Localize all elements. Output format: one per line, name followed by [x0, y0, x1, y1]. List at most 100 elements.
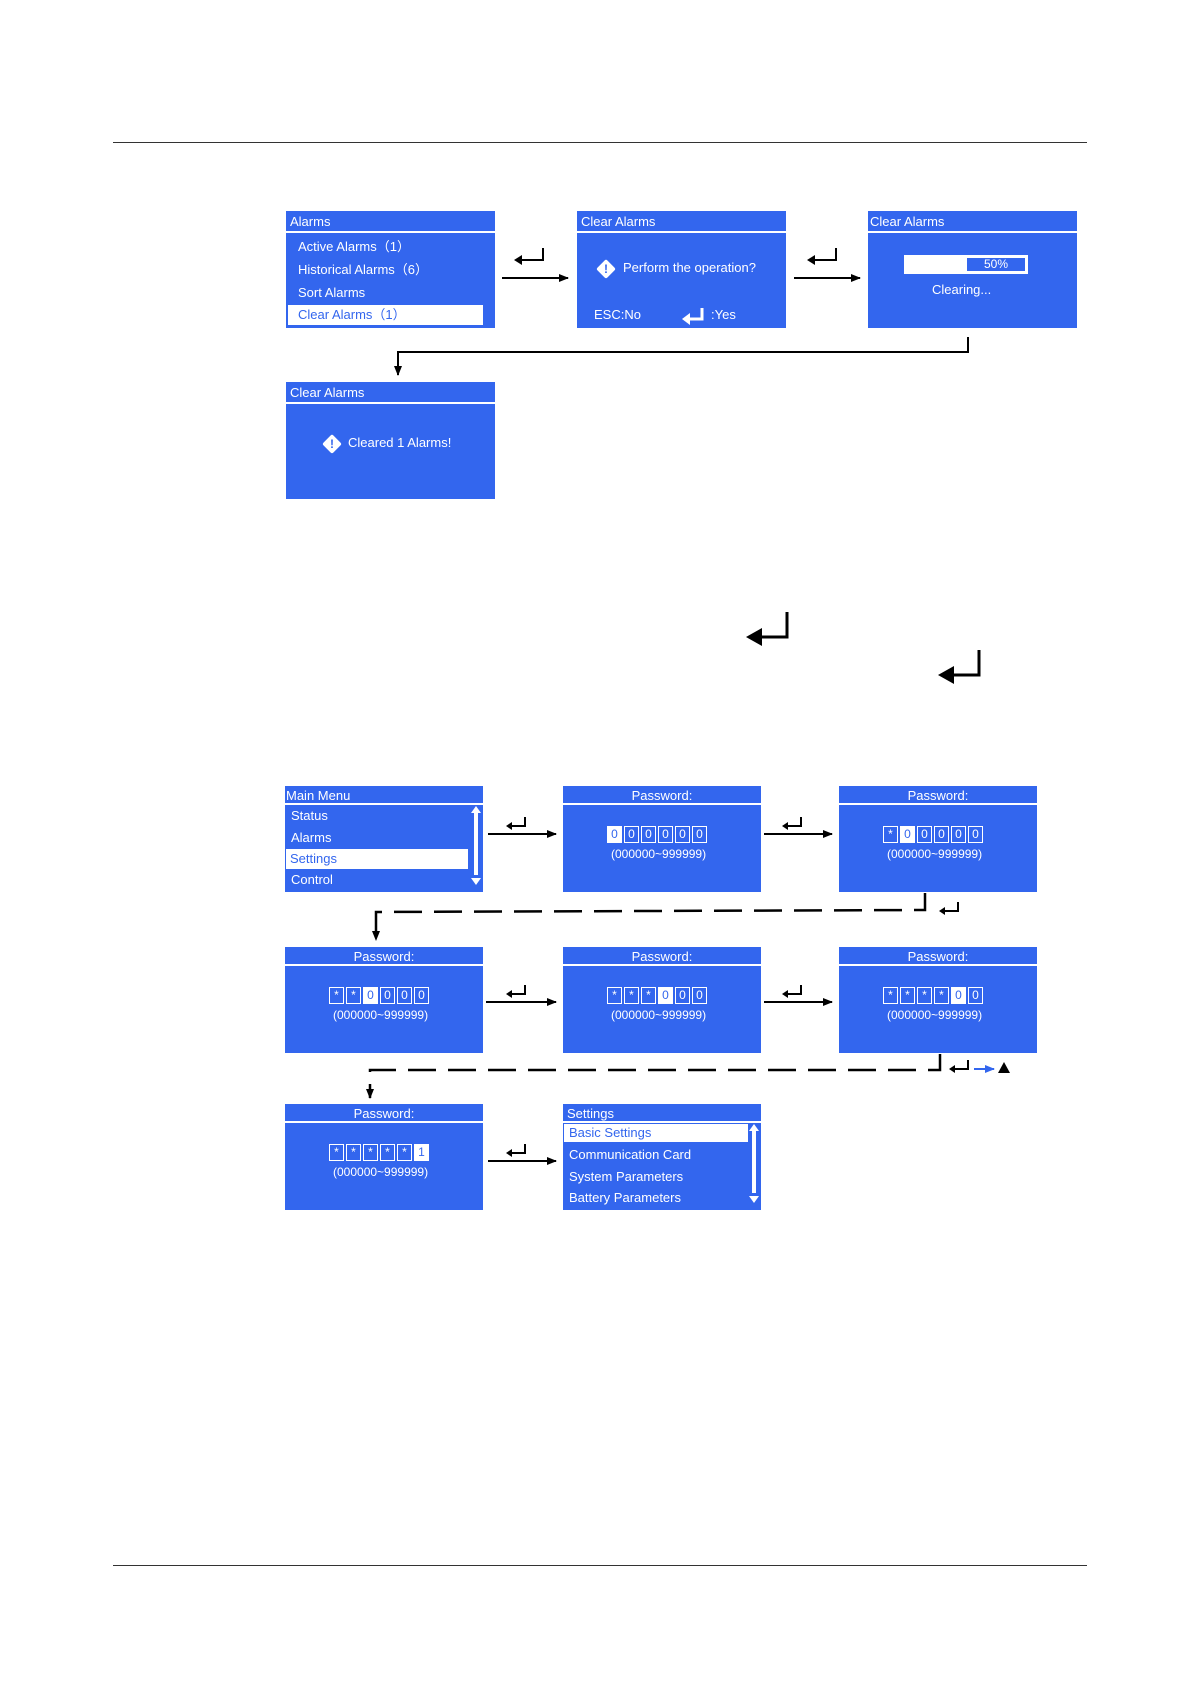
password-digit-box[interactable]: * — [607, 987, 622, 1004]
menu-item-settings[interactable]: Settings — [286, 849, 468, 869]
enter-key-icon — [782, 822, 788, 830]
password-range-hint: (000000~999999) — [611, 847, 707, 861]
screen-title: Clear Alarms — [868, 211, 1077, 233]
enter-key-icon — [786, 985, 802, 995]
password-digit-box[interactable]: 0 — [917, 826, 932, 843]
password-digit-box[interactable]: 0 — [692, 826, 707, 843]
password-digit-box[interactable]: * — [934, 987, 949, 1004]
enter-key-icon — [943, 902, 959, 912]
up-key-icon — [998, 1062, 1010, 1073]
password-digit-box[interactable]: 0 — [658, 987, 673, 1004]
password-range-hint: (000000~999999) — [887, 1008, 983, 1022]
clearing-status: Clearing... — [932, 282, 992, 297]
header-rule — [113, 142, 1087, 143]
flow-arrow — [394, 337, 969, 376]
menu-item-active-alarms[interactable]: Active Alarms（1） — [298, 239, 410, 254]
enter-key-icon — [682, 308, 704, 325]
password-digit-box[interactable]: * — [329, 1144, 344, 1161]
password-digit-box[interactable]: 0 — [397, 987, 412, 1004]
enter-key-icon — [506, 990, 512, 998]
progress-bar: 50% — [904, 255, 1028, 274]
password-digit-box[interactable]: * — [641, 987, 656, 1004]
enter-key-icon — [518, 248, 544, 261]
password-digit-box[interactable]: 0 — [951, 987, 966, 1004]
menu-item-status[interactable]: Status — [291, 808, 328, 823]
password-digit-box[interactable]: 0 — [380, 987, 395, 1004]
enter-key-icon — [510, 817, 526, 827]
password-digit-box[interactable]: 0 — [658, 826, 673, 843]
menu-item-sort-alarms[interactable]: Sort Alarms — [298, 285, 366, 300]
screen-title: Password: — [563, 786, 761, 805]
cleared-message: Cleared 1 Alarms! — [348, 435, 452, 450]
password-digit-box[interactable]: * — [380, 1144, 395, 1161]
confirm-message: Perform the operation? — [623, 260, 756, 275]
screen-title: Password: — [839, 947, 1037, 966]
scroll-down-icon[interactable] — [749, 1196, 759, 1203]
password-digit-box[interactable]: 0 — [951, 826, 966, 843]
enter-key-icon — [760, 612, 789, 639]
password-digit-box[interactable]: 0 — [968, 987, 983, 1004]
screen-title: Alarms — [286, 211, 495, 233]
esc-no-label[interactable]: ESC:No — [594, 307, 641, 322]
password-digit-box[interactable]: 0 — [900, 826, 915, 843]
password-digit-box[interactable]: * — [883, 987, 898, 1004]
footer-rule — [113, 1565, 1087, 1566]
password-digit-box[interactable]: * — [397, 1144, 412, 1161]
scroll-down-icon[interactable] — [471, 878, 481, 885]
screen-title: Main Menu — [285, 786, 483, 805]
password-digit-box[interactable]: 0 — [624, 826, 639, 843]
menu-item-clear-alarms[interactable]: Clear Alarms（1） — [288, 305, 483, 325]
password-digit-box[interactable]: 0 — [692, 987, 707, 1004]
menu-item-alarms[interactable]: Alarms — [291, 830, 332, 845]
password-digit-box[interactable]: * — [346, 987, 361, 1004]
menu-item-basic-settings[interactable]: Basic Settings — [564, 1124, 748, 1142]
password-digit-box[interactable]: * — [329, 987, 344, 1004]
password-range-hint: (000000~999999) — [333, 1165, 429, 1179]
password-digit-box[interactable]: 0 — [363, 987, 378, 1004]
settings-menu-screen: Settings Basic Settings Communication Ca… — [563, 1104, 761, 1210]
password-digit-box[interactable]: * — [883, 826, 898, 843]
alarms-menu-screen: Alarms Active Alarms（1） Historical Alarm… — [286, 211, 495, 328]
password-digit-box[interactable]: 0 — [968, 826, 983, 843]
menu-item-battery-parameters[interactable]: Battery Parameters — [569, 1190, 681, 1205]
password-digit-box[interactable]: * — [624, 987, 639, 1004]
password-range-hint: (000000~999999) — [887, 847, 983, 861]
password-digit-box[interactable]: 0 — [414, 987, 429, 1004]
menu-item-control[interactable]: Control — [291, 872, 333, 887]
enter-key-icon — [939, 907, 945, 915]
enter-key-icon — [506, 1149, 512, 1157]
password-digit-box[interactable]: 1 — [414, 1144, 429, 1161]
password-digits: *****1 — [329, 1144, 429, 1161]
enter-key-icon — [510, 1144, 526, 1154]
flow-arrow — [366, 1054, 942, 1099]
password-digit-box[interactable]: * — [900, 987, 915, 1004]
menu-item-communication-card[interactable]: Communication Card — [569, 1147, 692, 1162]
scrollbar[interactable] — [474, 813, 478, 875]
clearing-progress-screen: Clear Alarms 50% Clearing... — [868, 211, 1077, 328]
scrollbar[interactable] — [752, 1131, 756, 1193]
yes-label[interactable]: :Yes — [711, 307, 736, 322]
password-digit-box[interactable]: 0 — [934, 826, 949, 843]
password-screen: Password:*****1(000000~999999) — [285, 1104, 483, 1210]
password-digit-box[interactable]: 0 — [607, 826, 622, 843]
enter-key-icon — [952, 650, 981, 677]
scroll-up-icon[interactable] — [471, 806, 481, 813]
menu-item-historical-alarms[interactable]: Historical Alarms（6） — [298, 262, 429, 277]
password-digit-box[interactable]: 0 — [675, 987, 690, 1004]
enter-key-icon — [807, 255, 815, 265]
password-digit-box[interactable]: 0 — [675, 826, 690, 843]
password-digit-box[interactable]: * — [917, 987, 932, 1004]
password-digit-box[interactable]: 0 — [641, 826, 656, 843]
screen-title: Password: — [563, 947, 761, 966]
password-digit-box[interactable]: * — [346, 1144, 361, 1161]
menu-item-system-parameters[interactable]: System Parameters — [569, 1169, 684, 1184]
confirm-screen: Clear Alarms ! Perform the operation? ES… — [577, 211, 786, 328]
scroll-up-icon[interactable] — [749, 1124, 759, 1131]
password-digit-box[interactable]: * — [363, 1144, 378, 1161]
